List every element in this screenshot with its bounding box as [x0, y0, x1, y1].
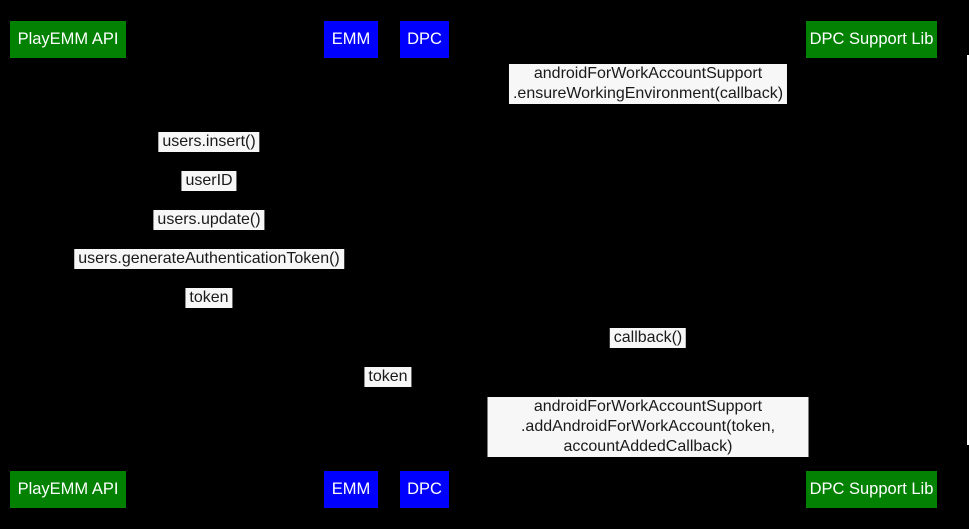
message-label-token-forward: token [364, 367, 412, 387]
actor-bottom-dpc-support-lib: DPC Support Lib [806, 471, 937, 508]
actor-top-dpc: DPC [400, 21, 449, 58]
actor-top-dpc-support-lib: DPC Support Lib [806, 21, 937, 58]
actor-bottom-emm: EMM [324, 471, 378, 508]
scrollbar-thumb[interactable] [967, 55, 969, 445]
message-label-userid: userID [181, 171, 237, 191]
message-label-users-update: users.update() [153, 210, 265, 230]
message-label-generate-authentication-token: users.generateAuthenticationToken() [74, 249, 344, 269]
actor-top-playemm-api: PlayEMM API [10, 21, 126, 58]
message-label-ensure-working-environment: androidForWorkAccountSupport .ensureWork… [508, 64, 788, 104]
actor-bottom-playemm-api: PlayEMM API [10, 471, 126, 508]
message-label-users-insert: users.insert() [158, 132, 260, 152]
actor-top-emm: EMM [324, 21, 378, 58]
message-label-token-return: token [185, 288, 233, 308]
message-label-callback: callback() [609, 328, 687, 348]
actor-bottom-dpc: DPC [400, 471, 449, 508]
message-label-add-android-for-work-account: androidForWorkAccountSupport .addAndroid… [487, 397, 809, 457]
